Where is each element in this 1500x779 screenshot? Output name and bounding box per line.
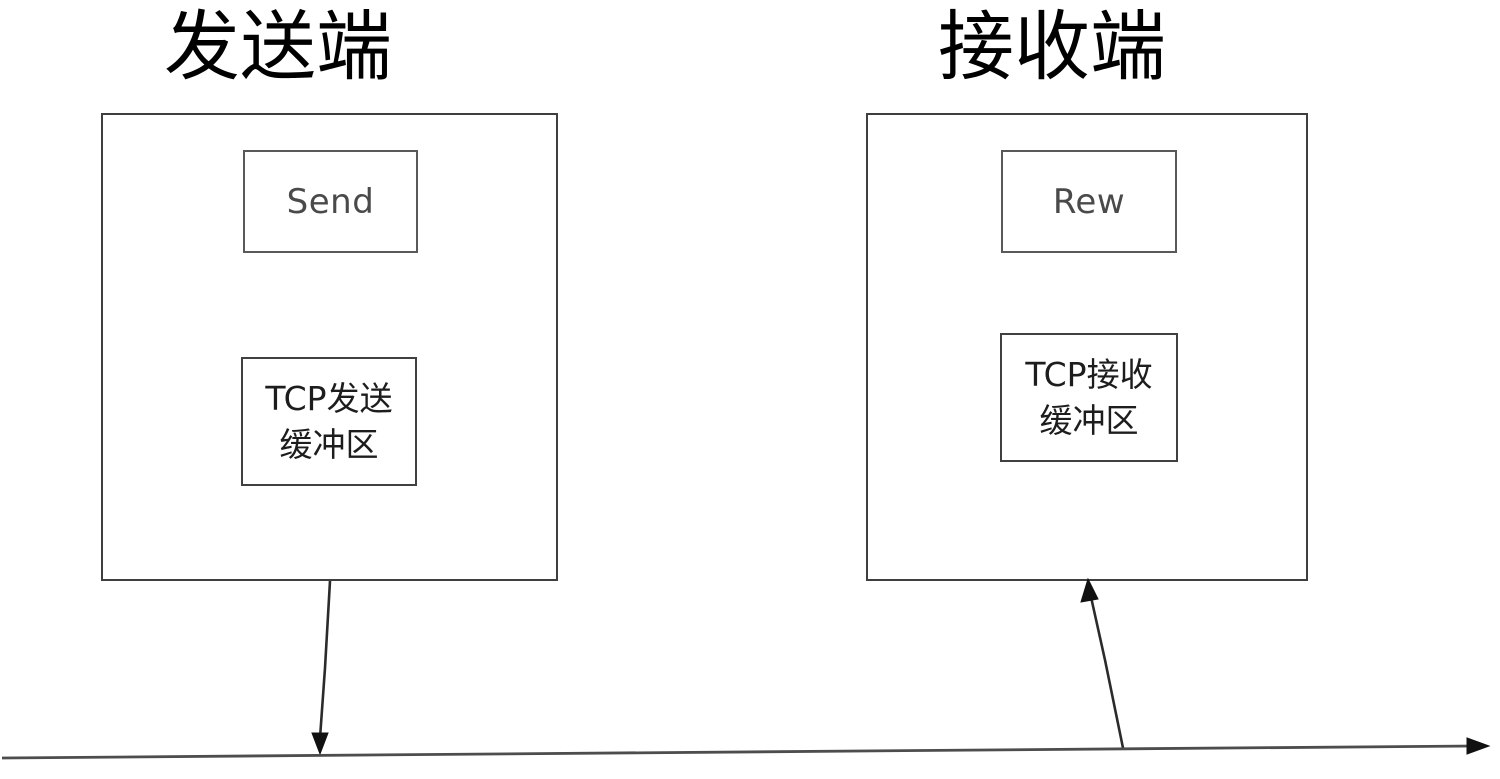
send-to-network-arrow-line — [318, 580, 332, 739]
sender-send-app-label: Send — [286, 181, 375, 222]
receiver-host-title: 接收端 — [938, 2, 1166, 91]
send-to-network-arrowhead-icon — [311, 732, 329, 756]
tcp-send-buffer-label-line1: TCP发送 — [265, 378, 393, 418]
tcp-send-buffer-box: TCP发送 缓冲区 — [241, 357, 417, 486]
sender-send-app-box: Send — [243, 150, 418, 253]
receiver-rew-app-box: Rew — [1001, 150, 1177, 253]
network-to-receive-arrowhead-icon — [1080, 577, 1099, 603]
sender-host-title: 发送端 — [164, 2, 392, 91]
network-line-arrowhead-icon — [1466, 737, 1491, 755]
network-to-receive-arrow-line — [1089, 596, 1125, 749]
tcp-receive-buffer-label-line1: TCP接收 — [1025, 354, 1153, 394]
receiver-rew-app-label: Rew — [1052, 181, 1126, 222]
tcp-receive-buffer-box: TCP接收 缓冲区 — [1000, 333, 1178, 462]
network-line — [1, 744, 1476, 760]
tcp-send-buffer-label-line2: 缓冲区 — [279, 424, 379, 464]
tcp-receive-buffer-label-line2: 缓冲区 — [1039, 400, 1139, 440]
